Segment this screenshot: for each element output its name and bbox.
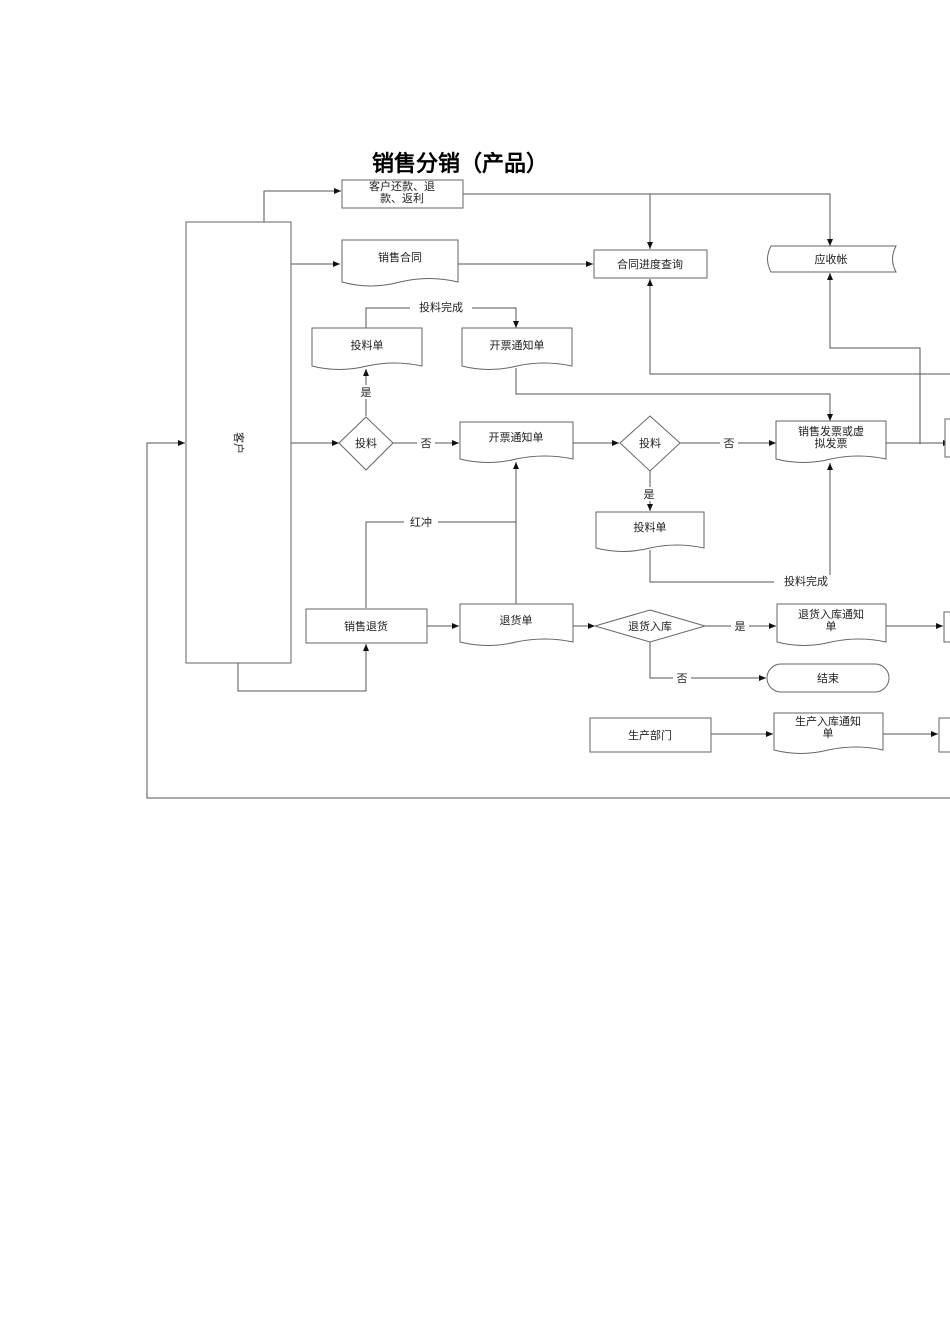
node-return-order [459,603,574,646]
node-sales-return [305,608,428,644]
edge-label-no-mid: 否 [724,437,735,450]
node-end [766,663,890,693]
edge-notice-invoice [515,368,833,421]
sales-invoice-label-2: 拟发票 [815,436,848,450]
return-stock-notice-label-1: 退货入库通知 [798,607,864,621]
edge-customer-return [237,644,369,692]
feed-order-mid-label: 投料单 [634,520,667,534]
node-feed-decision-mid [619,415,681,472]
production-stock-notice-label-1: 生产入库通知 [795,714,861,728]
edge-label-no-return: 否 [677,672,688,685]
node-refund [341,179,464,209]
node-invoice-notice-top [461,327,573,370]
contract-progress-label: 合同进度查询 [617,257,683,271]
node-receivable [767,245,897,273]
node-right-edge-2 [943,611,950,643]
node-return-stock-notice [776,603,887,646]
node-return-stock-decision [593,609,707,643]
customer-label: 客户 [232,432,246,454]
edge-refund-progress [463,193,653,249]
refund-label-1: 客户还款、退 [369,179,435,193]
node-sales-contract [341,239,459,287]
node-customer [185,221,292,664]
end-label: 结束 [817,672,839,685]
invoice-notice-mid-label: 开票通知单 [489,430,544,444]
sales-contract-label: 销售合同 [378,250,422,264]
node-feed-order-top [311,327,423,370]
feed-order-top-label: 投料单 [351,338,384,352]
edge-label-yes-left: 是 [361,386,372,399]
refund-label-2: 款、返利 [380,191,424,205]
edge-label-feed-done-bottom: 投料完成 [784,574,828,588]
edge-right-receivable [827,273,921,444]
node-contract-progress [593,249,708,279]
edge-red-reverse [365,462,519,608]
edge-refund-receivable [650,193,833,246]
node-production-dept [589,717,712,753]
edge-customer-refund [263,188,341,222]
sales-return-label: 销售退货 [344,619,388,633]
node-feed-decision-left [338,416,394,471]
edge-label-yes-mid: 是 [644,488,655,501]
invoice-notice-top-label: 开票通知单 [490,338,545,352]
page-title: 销售分销（产品） [372,152,549,177]
edge-label-no-left: 否 [421,437,432,450]
feed-decision-mid-label: 投料 [639,436,661,450]
return-stock-decision-label: 退货入库 [628,619,672,633]
node-sales-invoice [775,420,887,463]
production-dept-label: 生产部门 [628,728,672,742]
edge-label-feed-done-top: 投料完成 [419,300,463,314]
edge-label-yes-return: 是 [735,620,746,633]
edge-right-progress [647,279,950,375]
edge-feed-done-bottom [649,463,833,583]
return-stock-notice-label-2: 单 [826,620,837,633]
feed-decision-left-label: 投料 [355,436,377,450]
production-stock-notice-label-2: 单 [823,727,834,740]
node-invoice-notice-mid [459,421,574,463]
receivable-label: 应收帐 [815,252,848,266]
return-order-label: 退货单 [500,613,533,627]
edge-loop-customer [146,440,950,799]
node-production-stock-notice [773,712,884,754]
edge-no-return [649,642,766,681]
node-right-edge-1 [944,418,950,458]
edge-label-red-reverse: 红冲 [410,515,432,529]
node-feed-order-mid [595,511,705,552]
node-right-edge-3 [938,717,950,753]
sales-invoice-label-1: 销售发票或虚 [798,424,864,438]
